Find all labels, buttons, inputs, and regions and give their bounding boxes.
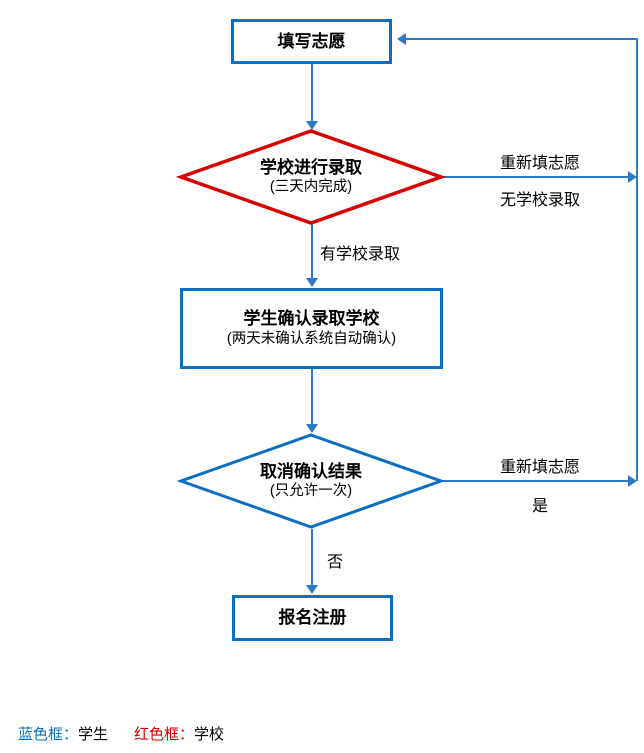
edge-school-to-confirm bbox=[306, 224, 318, 287]
node-register-title: 报名注册 bbox=[278, 608, 347, 628]
node-start-title: 填写志愿 bbox=[277, 31, 346, 51]
legend-blue-value: 学生 bbox=[78, 726, 109, 743]
node-start: 填写志愿 bbox=[231, 19, 392, 64]
cancel-confirm-diamond-shape bbox=[176, 433, 446, 529]
edge-label-no-admission: 无学校录取 bbox=[499, 192, 580, 209]
legend-red-key: 红色框： bbox=[134, 726, 195, 743]
node-student-confirm-title: 学生确认录取学校 bbox=[243, 309, 380, 329]
legend-blue-key: 蓝色框： bbox=[18, 726, 79, 743]
edge-cancel-to-register bbox=[306, 529, 318, 594]
school-admission-diamond-shape bbox=[175, 129, 447, 225]
edge-school-to-rail bbox=[443, 171, 637, 183]
edge-label-no: 否 bbox=[327, 554, 344, 571]
node-student-confirm: 学生确认录取学校 (两天未确认系统自动确认) bbox=[180, 288, 443, 369]
edge-confirm-to-cancel bbox=[306, 369, 318, 433]
edge-label-refill-bottom: 重新填志愿 bbox=[499, 459, 580, 476]
edge-start-to-school bbox=[306, 63, 318, 130]
legend: 蓝色框：学生 红色框：学校 bbox=[18, 723, 224, 744]
edge-label-refill-top: 重新填志愿 bbox=[499, 155, 580, 172]
edge-label-yes: 是 bbox=[531, 498, 548, 515]
legend-red-value: 学校 bbox=[194, 726, 225, 743]
edge-rail-to-start bbox=[397, 33, 638, 481]
edge-cancel-to-rail bbox=[443, 475, 637, 487]
node-student-confirm-subtitle: (两天未确认系统自动确认) bbox=[226, 330, 397, 347]
edge-label-has-admission: 有学校录取 bbox=[320, 246, 401, 263]
node-register: 报名注册 bbox=[232, 595, 393, 641]
